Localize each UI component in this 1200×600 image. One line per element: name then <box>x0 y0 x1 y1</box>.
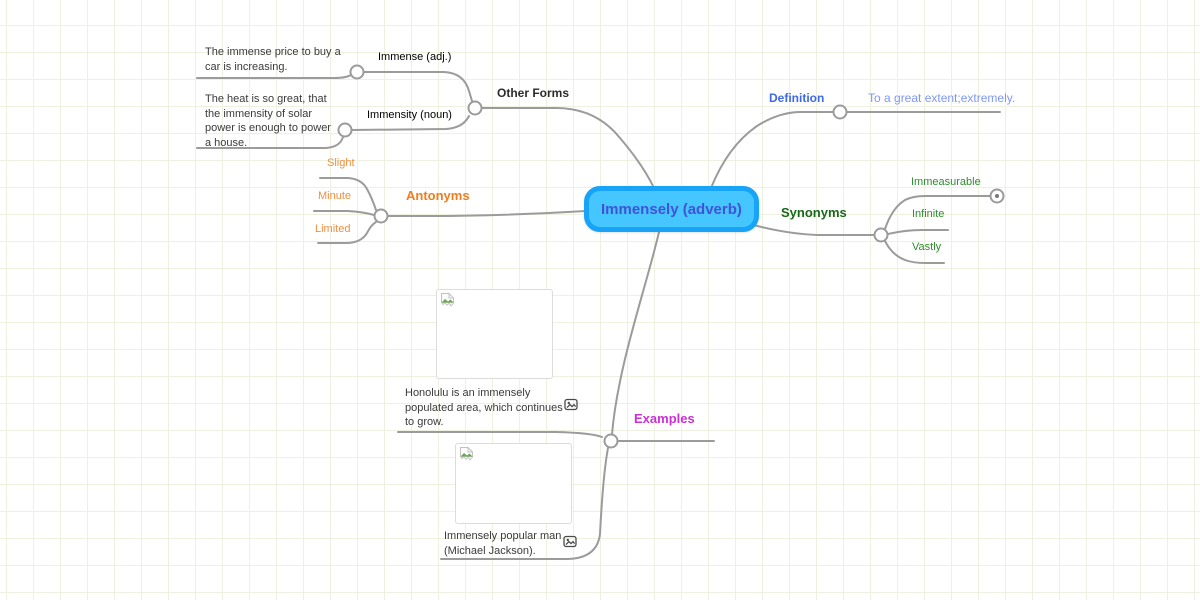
broken-image-icon <box>460 447 473 461</box>
connector-example-1 <box>397 431 603 438</box>
image-icon[interactable] <box>564 398 578 411</box>
central-node[interactable]: Immensely (adverb) <box>584 186 759 232</box>
branch-label-examples[interactable]: Examples <box>634 411 695 426</box>
connector-limited <box>317 221 377 244</box>
node-immensity-sentence[interactable]: The heat is so great, that the immensity… <box>205 93 331 149</box>
node-slight[interactable]: Slight <box>327 157 355 169</box>
example-1-image-placeholder[interactable] <box>436 289 553 379</box>
connector-slight <box>319 177 377 211</box>
node-vastly[interactable]: Vastly <box>912 241 942 253</box>
connector-synonyms <box>745 222 875 236</box>
connector-immeasurable <box>884 195 991 230</box>
connector-vastly <box>884 240 945 264</box>
branch-handle-immensity[interactable] <box>337 122 353 138</box>
image-icon[interactable] <box>563 535 577 548</box>
connector-antonyms <box>387 210 587 217</box>
branch-handle-antonyms[interactable] <box>373 208 389 224</box>
branch-handle-definition[interactable] <box>832 104 848 120</box>
example-1-caption[interactable]: Honolulu is an immensely populated area,… <box>405 387 563 429</box>
broken-image-icon <box>441 293 454 307</box>
node-infinite[interactable]: Infinite <box>912 208 945 220</box>
node-minute[interactable]: Minute <box>318 190 352 202</box>
collapsed-branch-dot-icon <box>995 194 999 198</box>
node-definition-text[interactable]: To a great extent;extremely. <box>868 91 1016 105</box>
node-immensity[interactable]: Immensity (noun) <box>367 109 452 121</box>
branch-handle-other-forms[interactable] <box>467 100 483 116</box>
example-2-caption[interactable]: Immensely popular man (Michael Jackson). <box>444 530 562 557</box>
connector-examples <box>611 231 660 435</box>
node-limited[interactable]: Limited <box>315 223 351 235</box>
branch-label-antonyms[interactable]: Antonyms <box>406 188 470 203</box>
branch-label-synonyms[interactable]: Synonyms <box>781 205 847 220</box>
connector-immense-sentence <box>196 73 353 79</box>
connector-immense <box>363 71 473 102</box>
branch-handle-examples[interactable] <box>603 433 619 449</box>
node-immeasurable[interactable]: Immeasurable <box>911 176 981 188</box>
example-2-image-placeholder[interactable] <box>455 443 572 524</box>
connector-immensity <box>351 115 470 131</box>
branch-label-other-forms[interactable]: Other Forms <box>497 86 570 100</box>
connector-minute <box>313 210 375 216</box>
branch-handle-synonyms[interactable] <box>873 227 889 243</box>
connector-example-2 <box>440 447 609 560</box>
node-immense-sentence[interactable]: The immense price to buy a car is increa… <box>205 46 341 73</box>
connector-immensity-sentence <box>196 136 344 149</box>
connector-infinite <box>887 229 949 235</box>
connector-definition <box>710 111 834 189</box>
connector-other-forms <box>481 107 655 189</box>
node-immense[interactable]: Immense (adj.) <box>378 51 452 63</box>
branch-handle-immense[interactable] <box>349 64 365 80</box>
branch-label-definition[interactable]: Definition <box>769 91 825 105</box>
